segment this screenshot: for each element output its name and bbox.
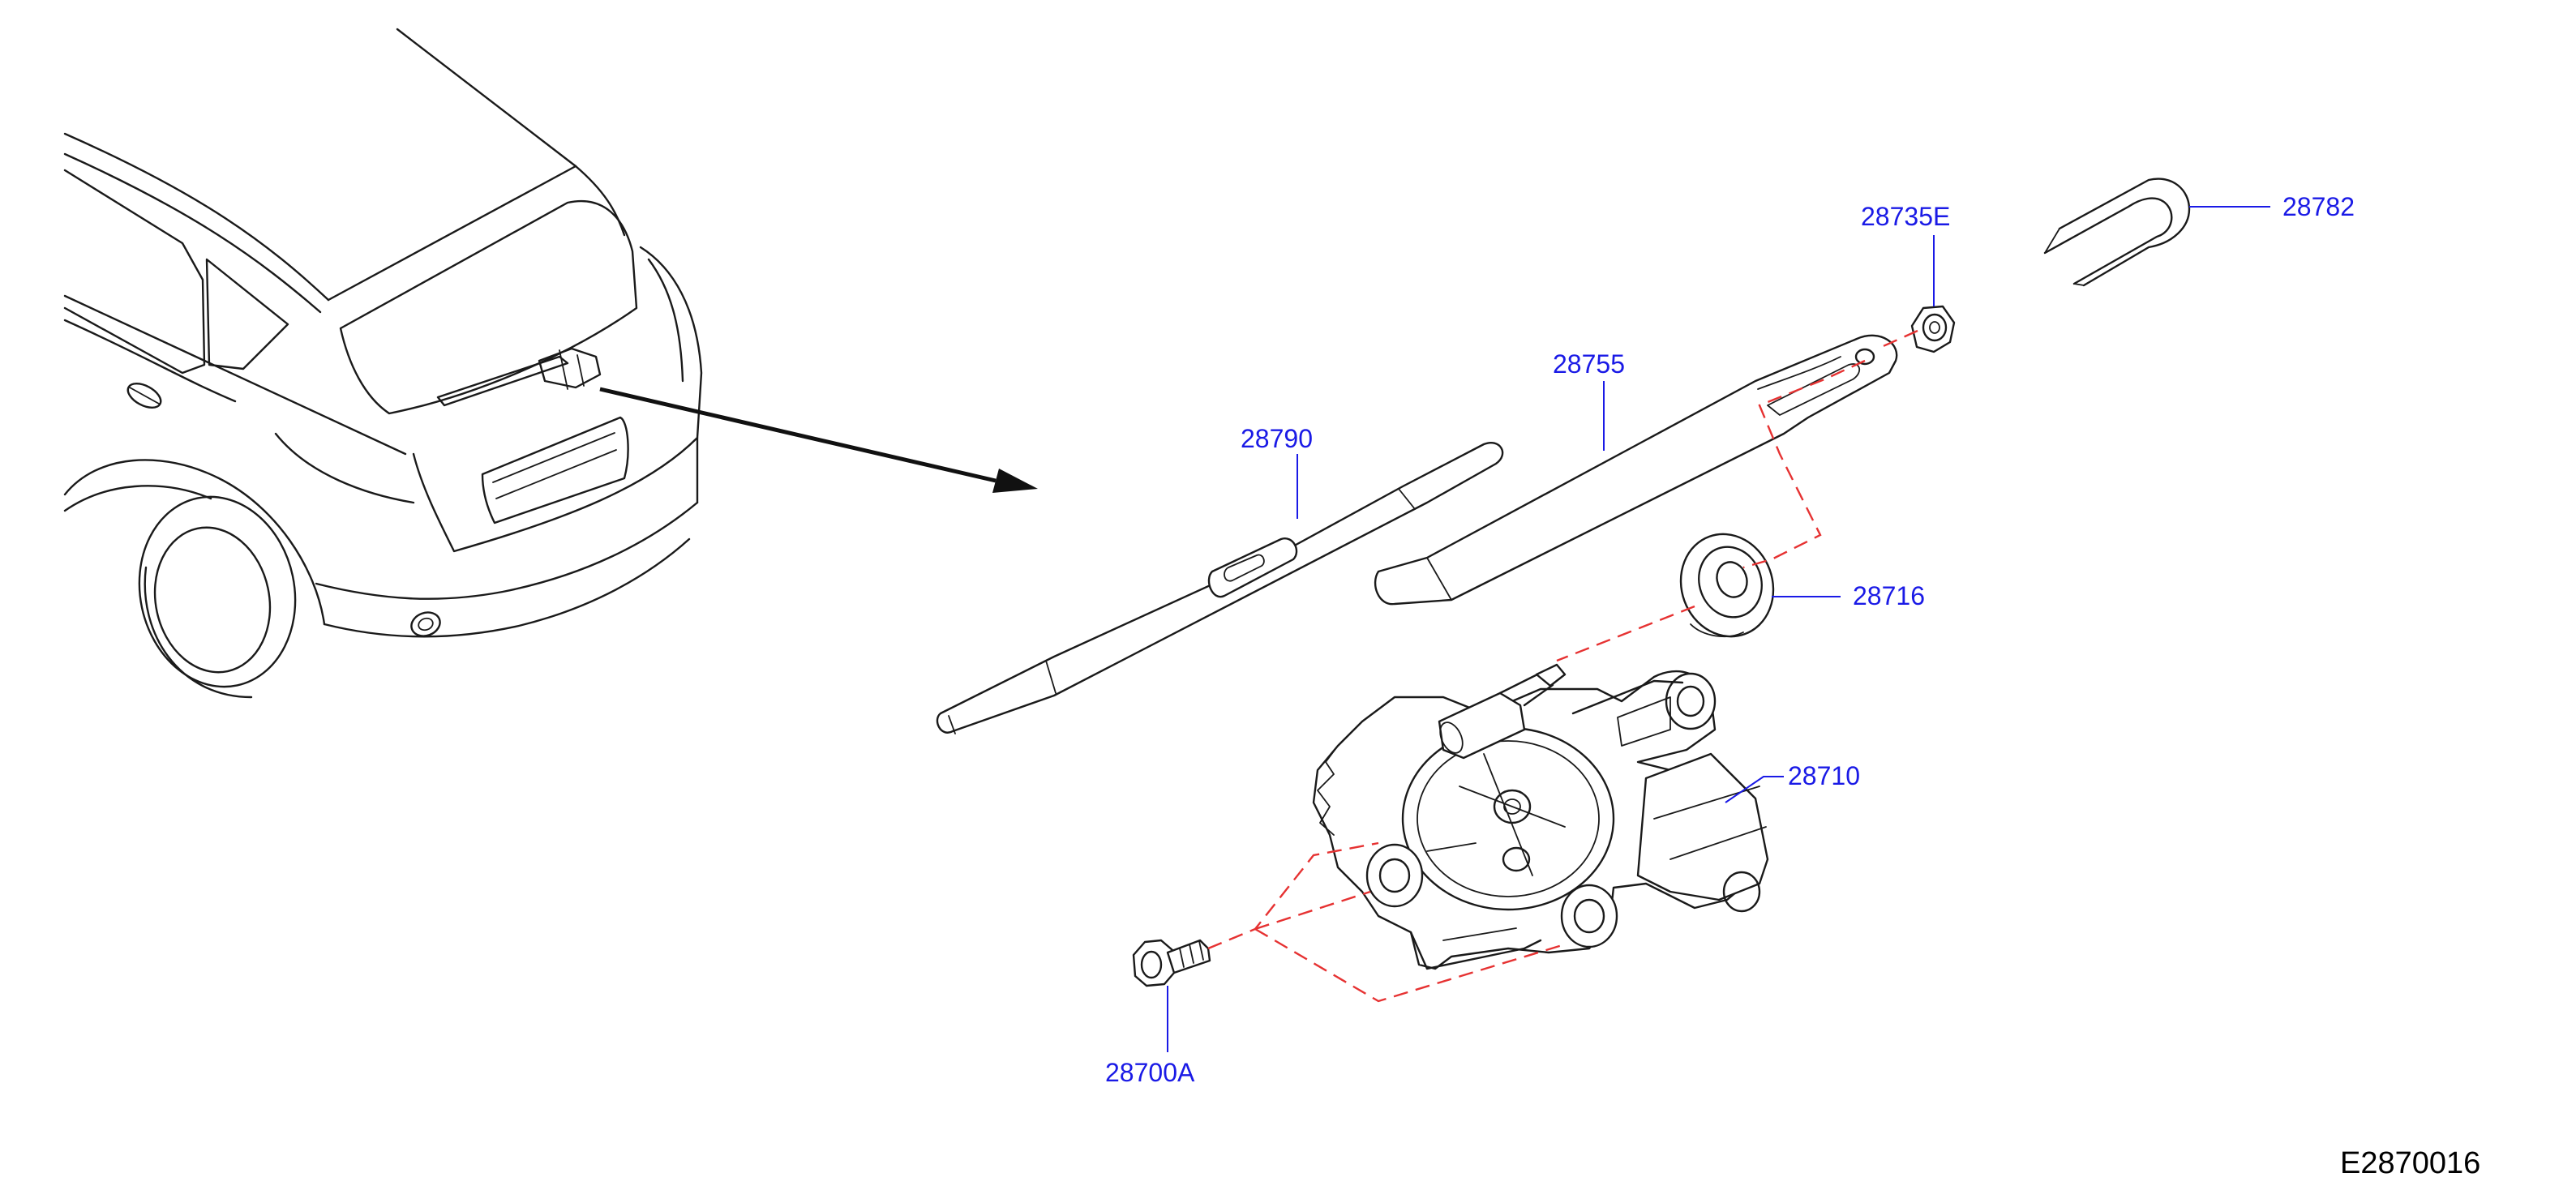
part-28700A-bolt bbox=[1132, 939, 1211, 987]
part-28755-wiper-arm bbox=[1374, 334, 1898, 606]
label-28790: 28790 bbox=[1241, 424, 1313, 453]
part-28716-seal bbox=[1679, 533, 1775, 638]
part-28735E-nut bbox=[1910, 305, 1956, 353]
label-28710: 28710 bbox=[1788, 761, 1860, 790]
label-28716: 28716 bbox=[1853, 581, 1925, 610]
label-28700A: 28700A bbox=[1105, 1058, 1195, 1087]
part-28710-wiper-motor bbox=[1312, 663, 1769, 970]
part-28782-arm-cap bbox=[2043, 178, 2191, 287]
leader-lines bbox=[1167, 206, 2270, 1052]
part-28790-wiper-blade bbox=[936, 442, 1504, 734]
pointer-arrow bbox=[599, 387, 1038, 493]
diagram-code: E2870016 bbox=[2340, 1146, 2480, 1180]
installation-paths bbox=[1207, 329, 1918, 1003]
part-labels: 28782 28735E 28755 28790 28716 28710 287… bbox=[1105, 192, 2355, 1087]
label-28782: 28782 bbox=[2282, 192, 2355, 221]
label-28735E: 28735E bbox=[1861, 202, 1950, 231]
vehicle-illustration bbox=[63, 28, 703, 699]
label-28755: 28755 bbox=[1553, 349, 1625, 379]
